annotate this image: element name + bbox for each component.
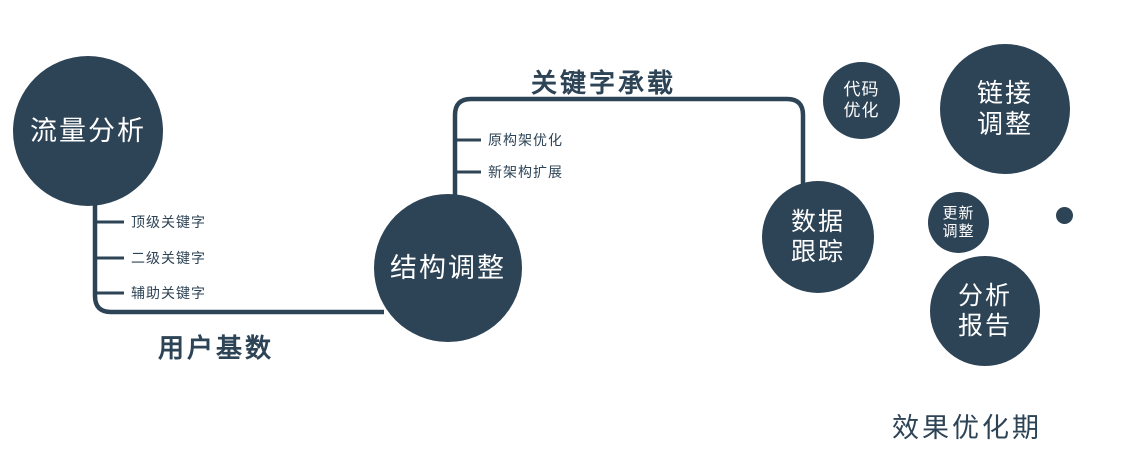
node-code-optimization: 代码 优化 [823,62,900,139]
caption-effect-optimization-period: 效果优化期 [892,413,1042,443]
node-analysis-report: 分析 报告 [930,256,1040,366]
node-label: 更新 调整 [942,204,975,240]
edge-label-user-base: 用户基数 [158,333,275,363]
node-traffic-analysis: 流量分析 [13,56,163,206]
branch-label-original-architecture: 原构架优化 [488,132,563,148]
node-label: 数据 跟踪 [790,208,845,266]
node-label: 结构调整 [390,252,506,283]
branch-label-new-architecture: 新架构扩展 [488,164,563,180]
traffic-branch-ticks [95,220,124,295]
node-link-adjust: 链接 调整 [940,44,1070,174]
node-structure-adjust: 结构调整 [374,194,522,342]
node-data-tracking: 数据 跟踪 [762,181,874,293]
edge-label-keyword-carry: 关键字承载 [531,68,677,98]
node-label: 流量分析 [30,115,146,146]
edge-structure-to-tracking [452,96,806,200]
edge-traffic-to-structure [92,195,384,315]
structure-branch-ticks [455,138,481,174]
branch-label-auxiliary-keywords: 辅助关键字 [131,285,206,301]
node-label: 链接 调整 [976,77,1033,139]
bullet-dot [1056,207,1073,224]
branch-label-secondary-keywords: 二级关键字 [131,250,206,266]
branch-label-top-keywords: 顶级关键字 [131,214,206,230]
node-label: 代码 优化 [843,80,880,120]
node-update-adjust: 更新 调整 [928,192,989,253]
node-label: 分析 报告 [957,282,1012,340]
